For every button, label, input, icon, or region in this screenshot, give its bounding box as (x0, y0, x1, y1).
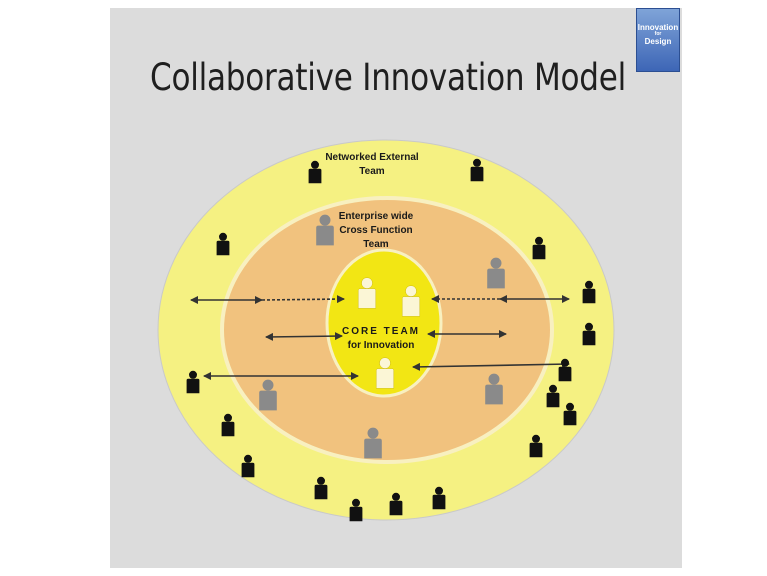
enterprise-team-label-line2: Cross Function (339, 225, 412, 236)
innovation-for-design-logo: Innovation for Design (636, 8, 680, 72)
arrow-right-bottom (412, 360, 570, 371)
logo-line-1: Innovation (637, 23, 679, 32)
core-team-label-line2: for Innovation (348, 340, 415, 351)
enterprise-team-label-line3: Team (363, 239, 388, 250)
arrow-left-top-dashed (261, 295, 345, 304)
core-team-label-line1: CORE TEAM (342, 326, 420, 337)
logo-line-2: for (654, 31, 662, 37)
arrows (190, 295, 570, 380)
slide-title: Collaborative Innovation Model (150, 56, 627, 99)
logo-line-3: Design (644, 37, 672, 46)
external-team-label-line1: Networked External (325, 152, 419, 163)
external-team-label-line2: Team (359, 166, 384, 177)
arrow-left-middle (265, 332, 343, 341)
enterprise-team-label-line1: Enterprise wide (339, 211, 414, 222)
